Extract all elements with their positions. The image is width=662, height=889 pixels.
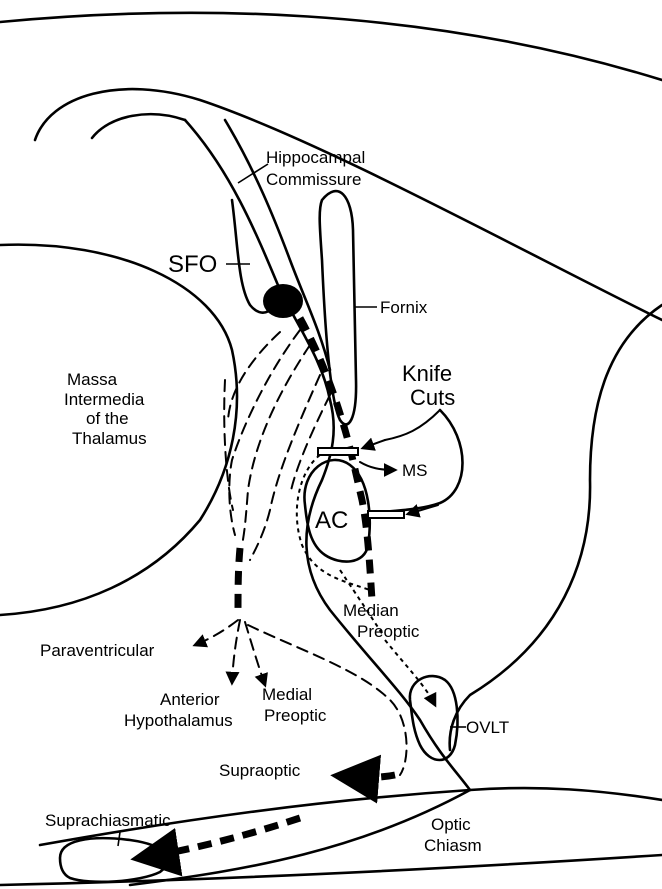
label-knife-cuts-1: Knife <box>402 361 452 386</box>
label-massa-3: of the <box>86 409 129 428</box>
optic-chiasm-lower-outline <box>130 790 470 885</box>
knife-pointer-upper <box>363 440 385 448</box>
corpus-callosum-outline <box>0 13 662 80</box>
arrow-to-ms <box>360 462 395 470</box>
ventral-heavy-projection-path <box>238 548 240 615</box>
arrow-to-medial-preoptic <box>245 622 265 685</box>
knife-cut-curve <box>385 410 440 440</box>
label-supraoptic: Supraoptic <box>219 761 301 780</box>
label-ovlt: OVLT <box>466 718 509 737</box>
arrow-to-anterior-hypothalamus <box>232 620 240 683</box>
label-suprachiasmatic: Suprachiasmatic <box>45 811 171 830</box>
label-hippocampal-commissure-1: Hippocampal <box>266 148 365 167</box>
label-ms: MS <box>402 461 428 480</box>
supraoptic-heavy-arrow <box>340 775 395 777</box>
label-median-preoptic-2: Preoptic <box>357 622 420 641</box>
label-optic-chiasm-2: Chiasm <box>424 836 482 855</box>
dashed-projection-1 <box>229 330 300 535</box>
label-massa-1: Massa <box>67 370 118 389</box>
label-paraventricular: Paraventricular <box>40 641 155 660</box>
knife-cut-lower <box>368 511 404 518</box>
label-hippocampal-commissure-2: Commissure <box>266 170 361 189</box>
label-fornix: Fornix <box>380 298 428 317</box>
label-sfo: SFO <box>168 251 217 278</box>
right-hemisphere-outline <box>450 305 662 750</box>
label-optic-chiasm-1: Optic <box>431 815 471 834</box>
label-ac: AC <box>315 507 348 534</box>
label-medial-preoptic-2: Preoptic <box>264 706 327 725</box>
label-massa-2: Intermedia <box>64 390 145 409</box>
sfo-filled-region <box>263 284 303 318</box>
label-anterior-hypothalamus-1: Anterior <box>160 690 220 709</box>
fornix-outline <box>320 191 356 424</box>
suprachiasmatic-leader <box>118 832 120 846</box>
dashed-projection-5 <box>290 395 330 495</box>
hippocampal-leader <box>238 164 268 183</box>
knife-cut-upper <box>318 448 358 455</box>
label-median-preoptic-1: Median <box>343 601 399 620</box>
label-massa-4: Thalamus <box>72 429 147 448</box>
dashed-projection-2 <box>242 345 310 545</box>
arrow-to-paraventricular <box>195 620 238 645</box>
suprachiasmatic-nucleus-outline <box>60 838 168 882</box>
base-outline <box>0 855 662 885</box>
label-medial-preoptic-1: Medial <box>262 685 312 704</box>
label-knife-cuts-2: Cuts <box>410 385 455 410</box>
label-anterior-hypothalamus-2: Hypothalamus <box>124 711 233 730</box>
corpus-callosum-left-lobe <box>92 114 185 138</box>
